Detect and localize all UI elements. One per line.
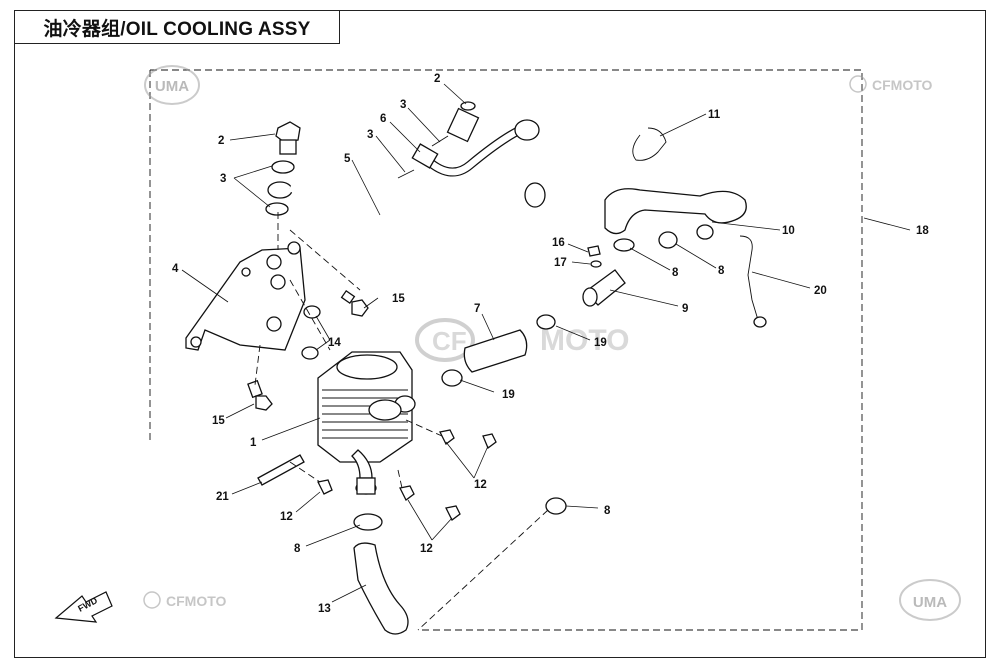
drawing-frame	[14, 10, 986, 658]
callout-4: 4	[172, 263, 179, 275]
banjo-bolt-top	[431, 101, 480, 147]
fwd-arrow: FWD	[54, 591, 113, 623]
oil-cooler	[317, 351, 416, 495]
hose-clamp-19-right	[536, 314, 556, 330]
callout-13: 13	[318, 603, 331, 615]
callout-5: 5	[344, 153, 351, 165]
hose-clamp-8-mid	[613, 231, 678, 252]
cfmoto-center-watermark-cf: CF	[432, 326, 467, 356]
cfmoto-logo-bottom-left: CFMOTO	[143, 591, 227, 609]
callout-8-mid: 8	[672, 267, 679, 279]
callout-8-right: 8	[718, 265, 725, 277]
callout-1: 1	[250, 437, 257, 449]
uma-logo-bottom: UMA	[899, 579, 961, 621]
callout-8-lower: 8	[294, 543, 301, 555]
hose-clamp-8-bottom	[545, 497, 567, 515]
cfmoto-center-watermark-moto: MOTO	[540, 324, 629, 357]
leader-lines	[181, 83, 911, 603]
hose-clamp-lower	[353, 513, 383, 531]
assembly-boundary	[150, 69, 863, 631]
o-rings	[301, 305, 321, 360]
callout-6: 6	[380, 113, 386, 125]
callout-11: 11	[708, 109, 721, 121]
callout-18: 18	[916, 225, 929, 237]
bolt-upper	[340, 289, 369, 317]
callout-9: 9	[682, 303, 688, 315]
hose-fitting-9	[582, 269, 626, 307]
bolts-right	[317, 429, 497, 521]
callout-15-upper: 15	[392, 293, 405, 305]
hose-clamp-19-left	[441, 369, 463, 387]
retainer-wire-20	[739, 235, 767, 328]
callout-19-lower: 19	[502, 389, 515, 401]
callout-12-right: 12	[474, 479, 487, 491]
title-box: 油冷器组/OIL COOLING ASSY	[14, 10, 340, 44]
callout-15-lower: 15	[212, 415, 225, 427]
uma-logo-top-text: UMA	[155, 78, 189, 95]
callout-20: 20	[814, 285, 827, 297]
bleed-screw-16	[587, 245, 601, 257]
cfmoto-center-watermark: CF MOTO	[415, 318, 629, 362]
banjo-bolt-left	[265, 121, 301, 216]
callout-2-bolt: 2	[218, 135, 224, 147]
callout-10: 10	[782, 225, 795, 237]
callout-14: 14	[328, 337, 341, 349]
washer-17	[590, 260, 602, 268]
coolant-hose-lower	[353, 542, 409, 635]
callout-21: 21	[216, 491, 229, 503]
callout-12-bottom: 12	[420, 543, 433, 555]
callout-19-upper: 19	[594, 337, 607, 349]
uma-logo-bottom-text: UMA	[913, 594, 947, 611]
hose-clip-11	[632, 127, 667, 161]
callout-3-top: 3	[400, 99, 406, 111]
callout-12-left: 12	[280, 511, 293, 523]
oil-cooler-bracket	[185, 241, 306, 351]
washer-ring-6	[397, 169, 415, 179]
coolant-hose-10	[604, 188, 747, 240]
callout-3-washers: 3	[220, 173, 226, 185]
callout-2-top: 2	[434, 73, 440, 85]
callout-7: 7	[474, 303, 480, 315]
bolt-lower	[247, 379, 273, 411]
uma-logo-top: UMA	[144, 65, 200, 105]
page-title: 油冷器组/OIL COOLING ASSY	[43, 18, 311, 40]
cfmoto-logo-top-right: CFMOTO	[849, 75, 933, 93]
callout-3-ring: 3	[367, 129, 373, 141]
oil-pipe-lower	[288, 179, 546, 237]
cfmoto-logo-top-right-text: CFMOTO	[872, 77, 933, 93]
cfmoto-logo-bottom-left-text: CFMOTO	[166, 593, 227, 609]
coolant-hose-7	[463, 329, 528, 373]
callout-17: 17	[554, 257, 567, 269]
cable-strap	[257, 454, 305, 486]
callout-8-bottom-right: 8	[604, 505, 611, 517]
callout-16: 16	[552, 237, 565, 249]
oil-pipe-upper	[411, 119, 540, 177]
